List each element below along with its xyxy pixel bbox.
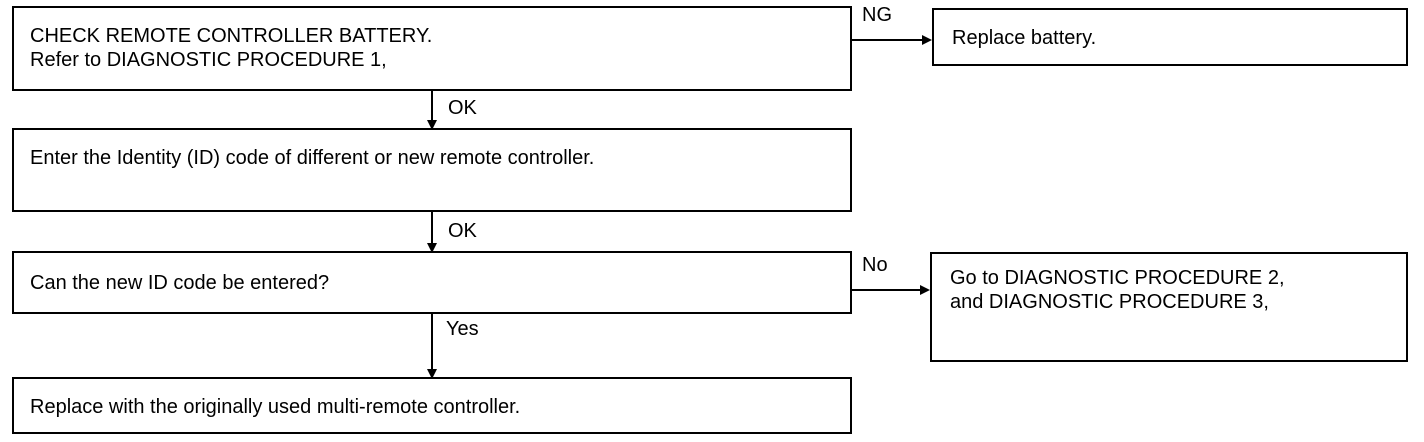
step-can-enter-question: Can the new ID code be entered? bbox=[12, 251, 852, 314]
label-ok-1: OK bbox=[448, 97, 477, 119]
label-ok-2: OK bbox=[448, 220, 477, 242]
step-enter-id: Enter the Identity (ID) code of differen… bbox=[12, 128, 852, 212]
step-check-battery-line2: Refer to DIAGNOSTIC PROCEDURE 1, bbox=[30, 49, 387, 71]
step-can-enter-text: Can the new ID code be entered? bbox=[30, 272, 330, 294]
step-enter-id-text: Enter the Identity (ID) code of differen… bbox=[30, 147, 595, 169]
step-replace-battery-text: Replace battery. bbox=[952, 27, 1097, 49]
step-replace-controller-text: Replace with the originally used multi-r… bbox=[30, 396, 521, 418]
step-goto-procedures-line2: and DIAGNOSTIC PROCEDURE 3, bbox=[950, 291, 1269, 313]
step-replace-battery: Replace battery. bbox=[932, 8, 1408, 66]
label-ng: NG bbox=[862, 4, 892, 26]
step-replace-controller: Replace with the originally used multi-r… bbox=[12, 377, 852, 434]
step-goto-procedures: Go to DIAGNOSTIC PROCEDURE 2, and DIAGNO… bbox=[930, 252, 1408, 362]
step-check-battery-line1: CHECK REMOTE CONTROLLER BATTERY. bbox=[30, 25, 433, 47]
step-check-battery: CHECK REMOTE CONTROLLER BATTERY. Refer t… bbox=[12, 6, 852, 91]
label-yes: Yes bbox=[446, 318, 479, 340]
step-goto-procedures-line1: Go to DIAGNOSTIC PROCEDURE 2, bbox=[950, 267, 1285, 289]
label-no: No bbox=[862, 254, 888, 276]
